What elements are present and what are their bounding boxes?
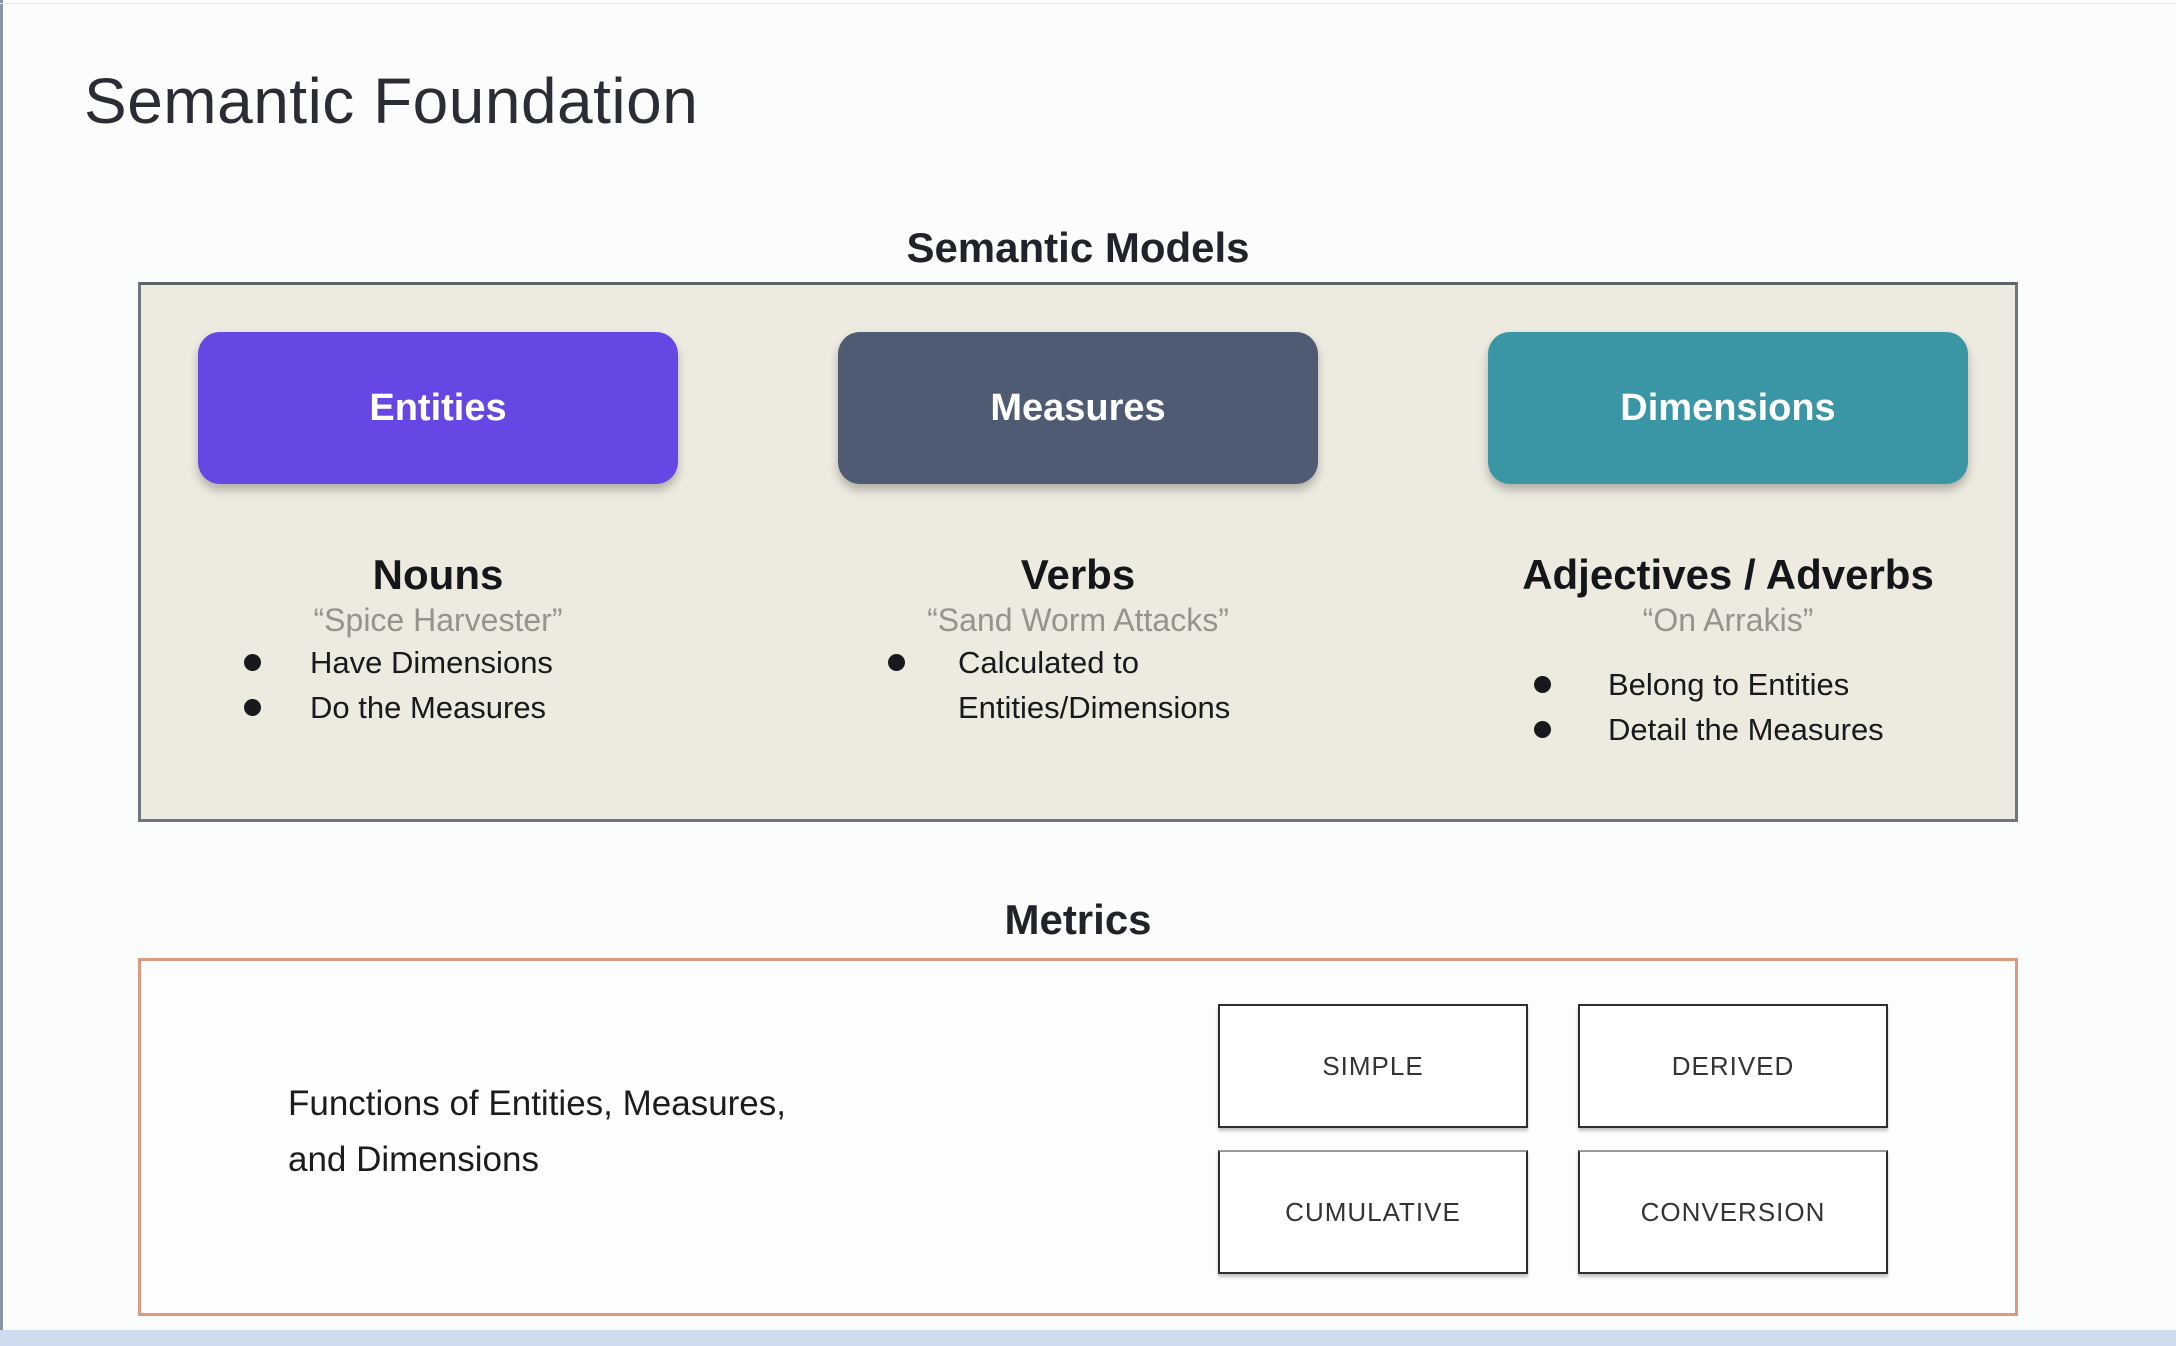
measures-column-heading: Verbs [1020, 551, 1136, 598]
entities-column-heading: Nouns [372, 551, 504, 598]
measures-bullet-list: Calculated to Entities/Dimensions [838, 640, 1318, 730]
measures-box-label: Measures [990, 386, 1166, 429]
entities-bullet-list: Have Dimensions Do the Measures [198, 640, 698, 730]
metric-type-box-conversion: CONVERSION [1578, 1150, 1888, 1274]
semantic-models-heading: Semantic Models [906, 224, 1250, 271]
measures-column-quote: “Sand Worm Attacks” [927, 602, 1229, 638]
entities-column-quote: “Spice Harvester” [313, 602, 563, 638]
top-hairline [0, 3, 2176, 4]
bullet-item: Belong to Entities [1488, 662, 1988, 707]
bullet-item: Do the Measures [198, 685, 698, 730]
dimensions-box: Dimensions [1488, 332, 1968, 484]
metric-type-label: CUMULATIVE [1285, 1196, 1461, 1227]
dimensions-box-label: Dimensions [1620, 386, 1836, 429]
entities-box-label: Entities [369, 386, 507, 429]
metric-type-label: DERIVED [1671, 1050, 1795, 1081]
metrics-description-line1: Functions of Entities, Measures, [288, 1084, 786, 1123]
bottom-edge-strip [0, 1330, 2176, 1346]
metric-type-box-simple: SIMPLE [1218, 1004, 1528, 1128]
bullet-item: Calculated to Entities/Dimensions [838, 640, 1318, 730]
metrics-description-line2: and Dimensions [288, 1140, 539, 1179]
page-title: Semantic Foundation [84, 65, 699, 137]
metric-type-box-derived: DERIVED [1578, 1004, 1888, 1128]
metric-type-label: SIMPLE [1322, 1050, 1424, 1081]
bullet-item: Detail the Measures [1488, 707, 1988, 752]
metric-type-box-cumulative: CUMULATIVE [1218, 1150, 1528, 1274]
measures-box: Measures [838, 332, 1318, 484]
dimensions-column-quote: “On Arrakis” [1642, 602, 1814, 638]
bullet-item: Have Dimensions [198, 640, 698, 685]
dimensions-column-heading: Adjectives / Adverbs [1522, 551, 1934, 598]
metrics-heading: Metrics [1004, 896, 1152, 943]
left-edge-line [0, 0, 3, 1346]
metrics-description: Functions of Entities, Measures, and Dim… [288, 1076, 786, 1188]
entities-box: Entities [198, 332, 678, 484]
metric-type-label: CONVERSION [1640, 1196, 1826, 1227]
dimensions-bullet-list: Belong to Entities Detail the Measures [1488, 662, 1988, 752]
